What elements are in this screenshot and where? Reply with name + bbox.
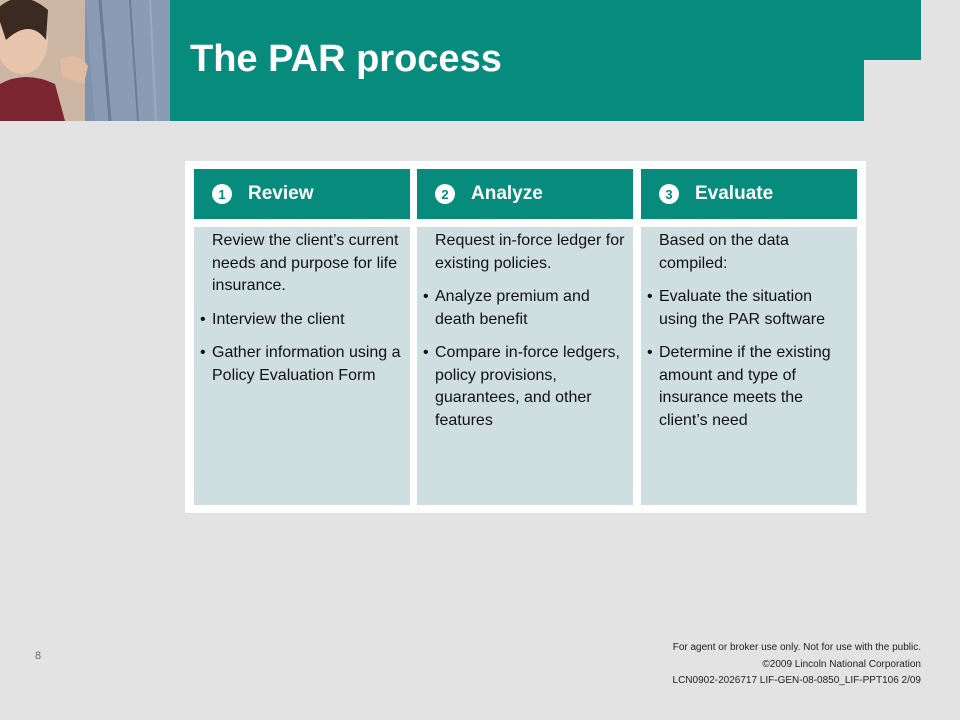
process-panel: 1 Review Review the client’s current nee…	[185, 161, 866, 513]
step-title: Evaluate	[695, 183, 774, 204]
step-intro: Request in-force ledger for existing pol…	[435, 232, 625, 272]
step-body: Request in-force ledger for existing pol…	[417, 227, 633, 505]
footer-copyright: ©2009 Lincoln National Corporation	[762, 658, 921, 670]
page-title: The PAR process	[190, 38, 502, 80]
step-bullets: Interview the client Gather information …	[200, 309, 406, 388]
step-intro: Based on the data compiled:	[659, 232, 789, 272]
step-header: 1 Review	[194, 169, 410, 219]
step-column-evaluate: 3 Evaluate Based on the data compiled: E…	[641, 169, 857, 505]
step-number-badge: 2	[435, 184, 455, 204]
step-title: Review	[248, 183, 314, 204]
legal-footer: For agent or broker use only. Not for us…	[673, 640, 921, 690]
step-body: Review the client’s current needs and pu…	[194, 227, 410, 505]
bullet-item: Analyze premium and death benefit	[423, 286, 629, 331]
header-tab-accent	[864, 0, 921, 60]
header-bar	[170, 0, 864, 121]
bullet-item: Interview the client	[200, 309, 406, 332]
bullet-item: Evaluate the situation using the PAR sof…	[647, 286, 853, 331]
footer-document-code: LCN0902-2026717 LIF-GEN-08-0850_LIF-PPT1…	[672, 675, 921, 686]
step-header: 3 Evaluate	[641, 169, 857, 219]
step-body: Based on the data compiled: Evaluate the…	[641, 227, 857, 505]
step-column-analyze: 2 Analyze Request in-force ledger for ex…	[417, 169, 633, 505]
step-bullets: Analyze premium and death benefit Compar…	[423, 286, 629, 432]
footer-disclaimer: For agent or broker use only. Not for us…	[672, 642, 921, 653]
tailor-photo-image	[0, 0, 170, 121]
step-title: Analyze	[471, 183, 543, 204]
step-column-review: 1 Review Review the client’s current nee…	[194, 169, 410, 505]
header-photo	[0, 0, 170, 121]
page-number: 8	[35, 650, 42, 662]
step-header: 2 Analyze	[417, 169, 633, 219]
step-number-badge: 1	[212, 184, 232, 204]
step-intro: Review the client’s current needs and pu…	[212, 232, 399, 294]
bullet-item: Compare in-force ledgers, policy provisi…	[423, 342, 629, 432]
bullet-item: Determine if the existing amount and typ…	[647, 342, 853, 432]
step-bullets: Evaluate the situation using the PAR sof…	[647, 286, 853, 432]
bullet-item: Gather information using a Policy Evalua…	[200, 342, 406, 387]
step-number-badge: 3	[659, 184, 679, 204]
